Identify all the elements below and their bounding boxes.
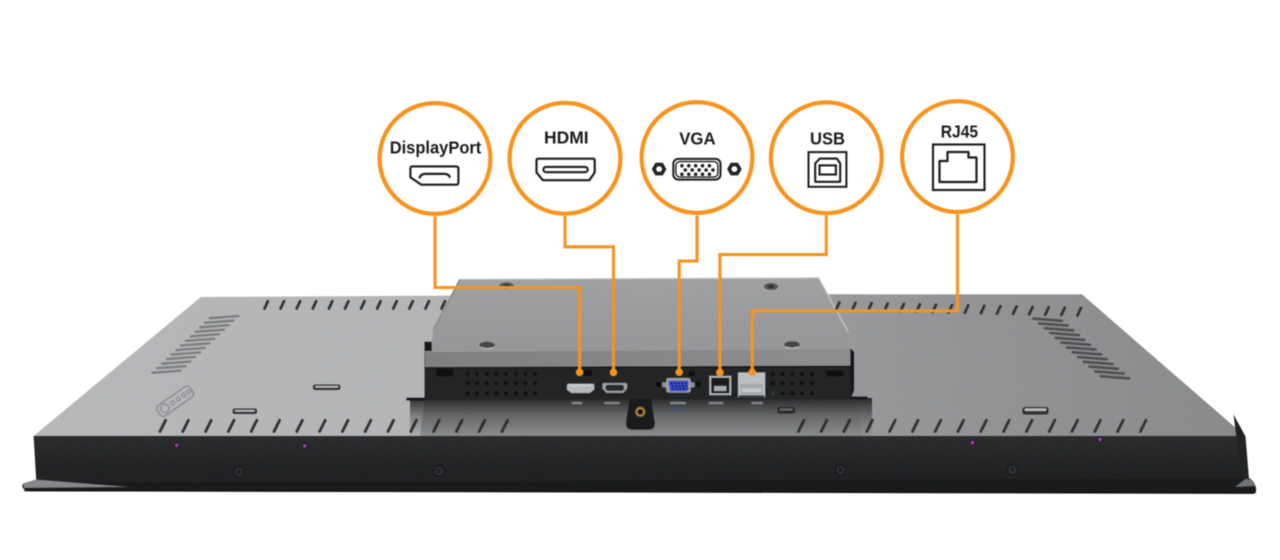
svg-text:VGA: VGA xyxy=(679,128,715,148)
svg-text:USB: USB xyxy=(810,128,845,148)
svg-text:HDMI: HDMI xyxy=(544,127,589,147)
svg-text:DisplayPort: DisplayPort xyxy=(390,138,482,158)
svg-text:RJ45: RJ45 xyxy=(941,122,979,142)
